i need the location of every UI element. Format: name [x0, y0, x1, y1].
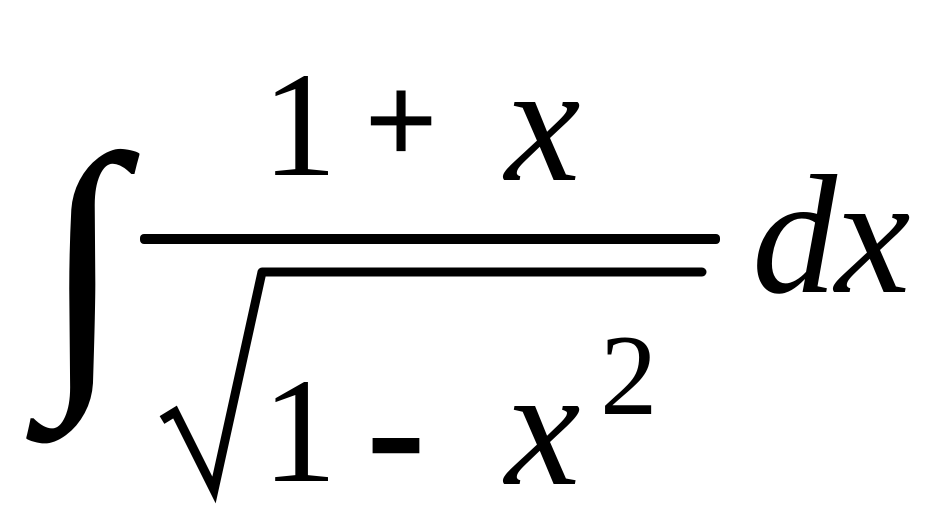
differential-x: x [835, 141, 911, 329]
numerator-one: 1 [262, 42, 337, 208]
numerator-plus: + [364, 49, 439, 193]
denominator-minus: - [366, 328, 426, 527]
integral-sign: ∫ [42, 96, 125, 428]
denominator-exponent: 2 [600, 312, 658, 439]
denominator-x: x [505, 333, 581, 521]
fraction-bar [140, 234, 720, 244]
numerator-x: x [505, 29, 581, 217]
differential-d: d [752, 141, 837, 329]
denominator-one: 1 [262, 348, 337, 514]
